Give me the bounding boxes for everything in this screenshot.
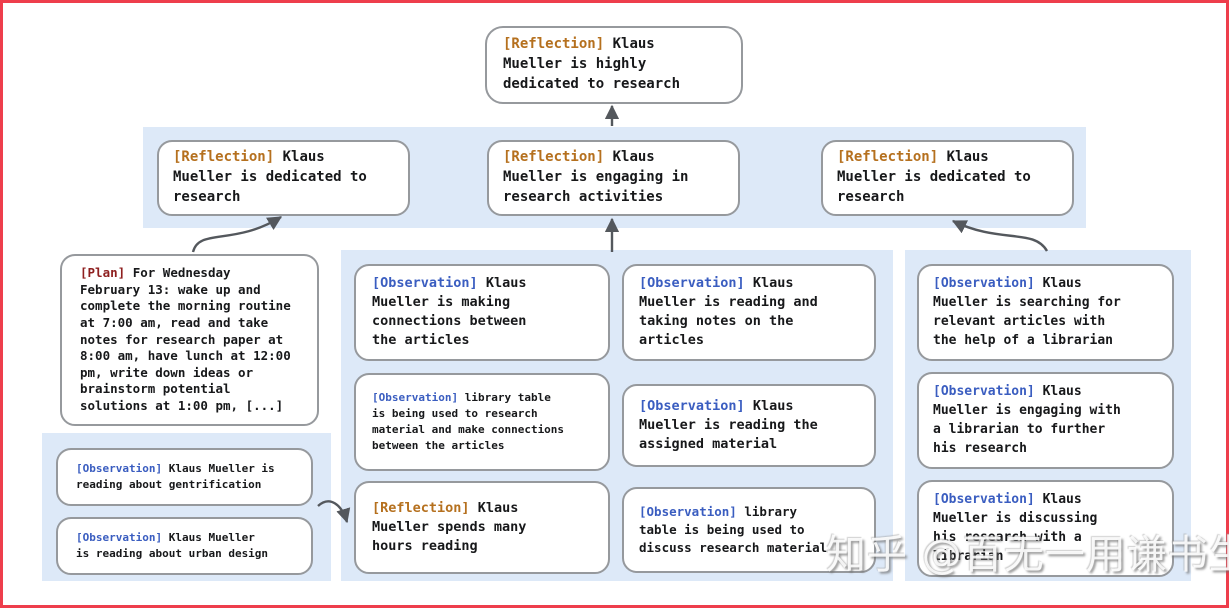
node-text: Klaus Mueller spends many hours reading (372, 500, 527, 555)
node-plan: [Plan] For Wednesday February 13: wake u… (60, 254, 319, 426)
node-text: library table is being used to discuss r… (639, 504, 828, 556)
node-text: Klaus Mueller is reading the assigned ma… (639, 398, 818, 453)
observation-tag: [Observation] (639, 275, 745, 291)
node-observation-searching-articles: [Observation] Klaus Mueller is searching… (917, 264, 1174, 362)
node-observation-assigned-material: [Observation] Klaus Mueller is reading t… (622, 384, 876, 468)
plan-tag: [Plan] (80, 265, 126, 280)
node-observation-urban-design: [Observation] Klaus Mueller is reading a… (56, 517, 313, 575)
node-observation-making-connections: [Observation] Klaus Mueller is making co… (354, 264, 610, 361)
node-text: Klaus Mueller is discussing his research… (933, 492, 1098, 564)
observation-tag: [Observation] (933, 492, 1035, 507)
reflection-tag: [Reflection] (837, 149, 939, 165)
node-text: For Wednesday February 13: wake up and c… (80, 265, 291, 413)
observation-tag: [Observation] (76, 462, 163, 475)
node-text: Klaus Mueller is reading and taking note… (639, 275, 818, 349)
node-text: Klaus Mueller is highly dedicated to res… (503, 36, 681, 92)
node-observation-taking-notes: [Observation] Klaus Mueller is reading a… (622, 264, 876, 361)
node-text: Klaus Mueller is dedicated to research (173, 149, 367, 205)
node-text: Klaus Mueller is engaging in research ac… (503, 149, 689, 205)
node-text: Klaus Mueller is reading about gentrific… (76, 462, 275, 491)
observation-tag: [Observation] (372, 275, 478, 291)
node-reflection-dedicated-1: [Reflection] Klaus Mueller is dedicated … (157, 140, 410, 216)
node-root-reflection: [Reflection] Klaus Mueller is highly ded… (485, 26, 743, 104)
node-text: Klaus Mueller is engaging with a librari… (933, 384, 1121, 456)
node-observation-library-table-research: [Observation] library table is being use… (354, 373, 610, 471)
observation-tag: [Observation] (372, 391, 459, 404)
observation-tag: [Observation] (933, 384, 1035, 399)
reflection-tag: [Reflection] (372, 500, 470, 516)
reflection-tag: [Reflection] (173, 149, 275, 165)
node-observation-discussing-research: [Observation] Klaus Mueller is discussin… (917, 480, 1174, 578)
node-text: Klaus Mueller is searching for relevant … (933, 276, 1121, 348)
node-text: Klaus Mueller is making connections betw… (372, 275, 527, 349)
node-reflection-dedicated-2: [Reflection] Klaus Mueller is dedicated … (821, 140, 1074, 216)
observation-tag: [Observation] (639, 504, 737, 519)
observation-tag: [Observation] (76, 531, 163, 544)
observation-tag: [Observation] (933, 276, 1035, 291)
reflection-tag: [Reflection] (503, 36, 605, 52)
node-text: Klaus Mueller is dedicated to research (837, 149, 1031, 205)
reflection-tag: [Reflection] (503, 149, 605, 165)
node-reflection-engaging: [Reflection] Klaus Mueller is engaging i… (487, 140, 740, 216)
node-reflection-hours-reading: [Reflection] Klaus Mueller spends many h… (354, 481, 610, 575)
observation-tag: [Observation] (639, 398, 745, 414)
node-observation-engaging-librarian: [Observation] Klaus Mueller is engaging … (917, 372, 1174, 470)
node-text: library table is being used to research … (372, 391, 565, 452)
node-observation-gentrification: [Observation] Klaus Mueller is reading a… (56, 448, 313, 506)
node-observation-library-table-discuss: [Observation] library table is being use… (622, 487, 876, 574)
node-text: Klaus Mueller is reading about urban des… (76, 531, 269, 560)
